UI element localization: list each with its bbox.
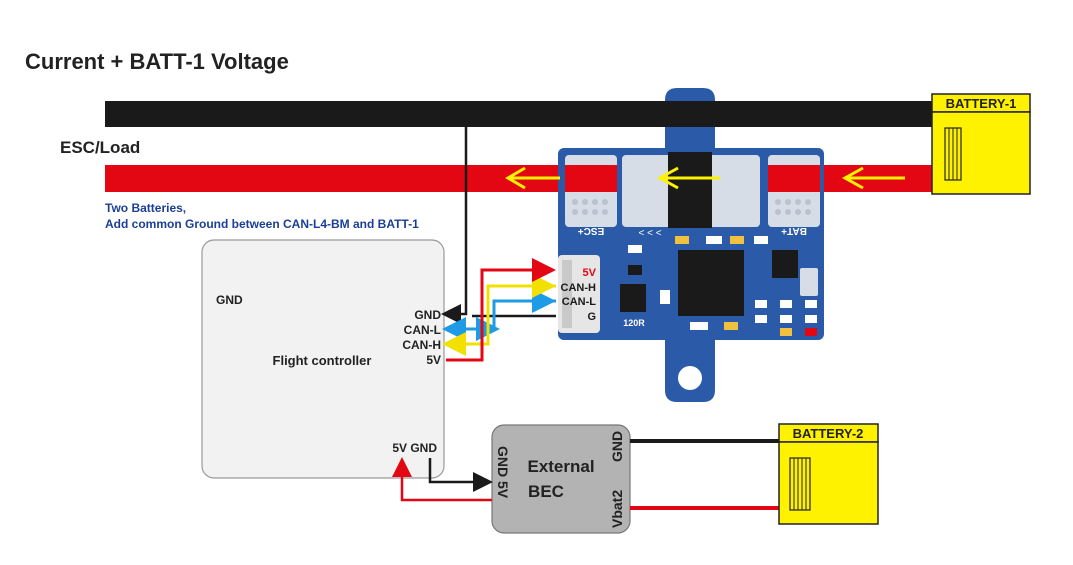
current-flow-arrows	[505, 166, 905, 190]
battery-1: BATTERY-1	[931, 93, 1031, 195]
fc-pin-5v: 5V	[426, 353, 441, 367]
battery-2-label: BATTERY-2	[793, 426, 864, 441]
bec-name-line-1: External	[527, 457, 594, 476]
button-component	[800, 268, 818, 296]
mount-hole-bottom	[678, 366, 702, 390]
note-line-1: Two Batteries,	[105, 201, 186, 215]
bat-pad-label: BAT+	[781, 225, 807, 236]
wire-bec-gnd	[428, 458, 493, 492]
mcu-chip	[678, 250, 744, 316]
fc-pin-canh: CAN-H	[402, 338, 441, 352]
fc-power-pins: 5V GND	[392, 441, 437, 455]
fc-name: Flight controller	[273, 353, 372, 368]
wire-bec-5v	[392, 457, 492, 502]
connector-pin-5v: 5V	[583, 267, 597, 279]
external-bec: External BEC GND 5V GND Vbat2	[491, 424, 631, 534]
connector-pin-g: G	[587, 311, 596, 323]
current-sensor-module: ESC+ BAT+ < < < 5V CAN-H CAN-L G 120R	[505, 88, 905, 402]
connector-pin-canh: CAN-H	[561, 282, 596, 294]
bec-right-vbat: Vbat2	[609, 490, 625, 528]
battery-2-cells-icon	[789, 457, 811, 511]
chip-small	[620, 284, 646, 312]
esc-pad-label: ESC+	[578, 225, 605, 236]
note-line-2: Add common Ground between CAN-L4-BM and …	[105, 217, 419, 231]
battery-1-label: BATTERY-1	[946, 96, 1017, 111]
battery-2: BATTERY-2	[778, 423, 879, 525]
bec-left-pins: GND 5V	[495, 446, 511, 499]
wire-5v	[446, 258, 556, 362]
power-cable-load	[105, 165, 565, 192]
fc-gnd-label: GND	[216, 293, 243, 307]
page-title: Current + BATT-1 Voltage	[25, 49, 289, 74]
fc-pin-gnd: GND	[414, 308, 441, 322]
fc-pin-canl: CAN-L	[404, 323, 441, 337]
connector-pin-canl: CAN-L	[562, 296, 596, 308]
esc-load-label: ESC/Load	[60, 138, 140, 157]
direction-chevrons: < < <	[638, 228, 661, 239]
bec-right-gnd: GND	[609, 431, 625, 462]
resistor-label: 120R	[623, 318, 645, 328]
ground-cable-main	[105, 101, 935, 127]
chip-sensor	[772, 250, 798, 278]
wire-ground-fc	[441, 127, 468, 324]
bec-name-line-2: BEC	[528, 482, 564, 501]
flight-controller: GND Flight controller GND CAN-L CAN-H 5V…	[201, 239, 445, 479]
